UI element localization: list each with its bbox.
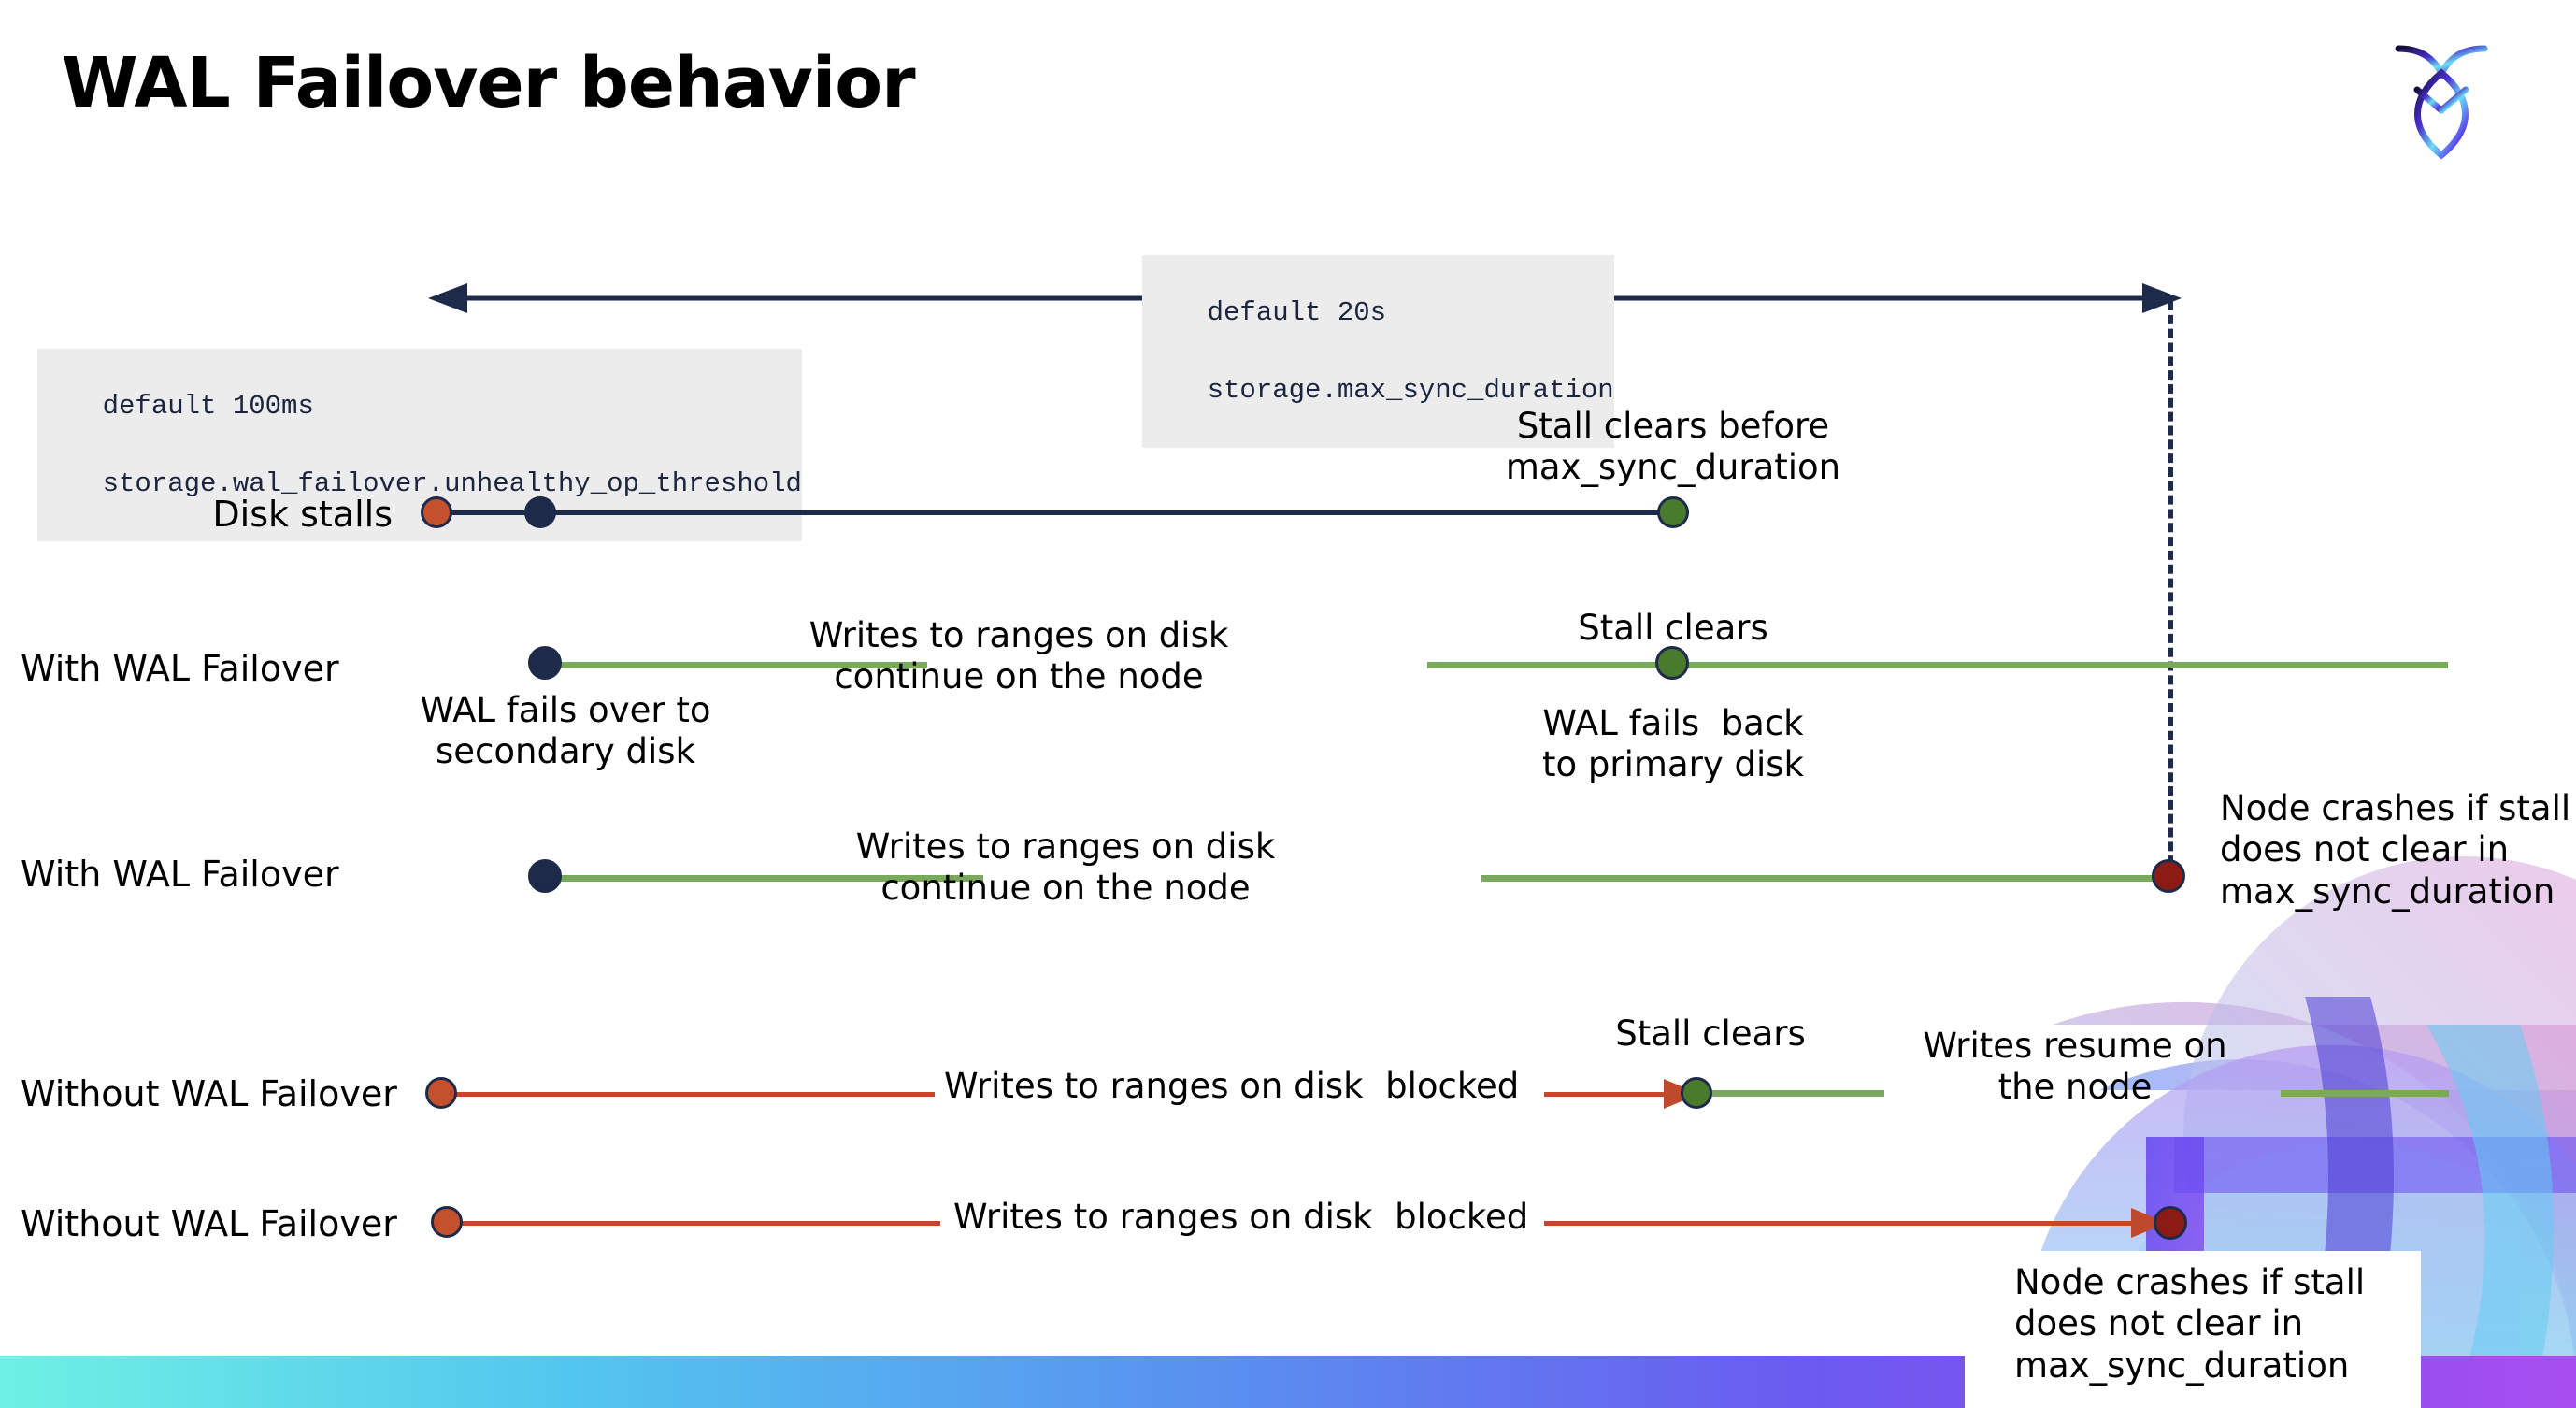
note-node-cashes-2: Node crashes if stall does not clear in … [2014,1262,2366,1386]
without-wal-2-blocked-segment [454,1221,940,1226]
note-node-crashes-1: Node crashes if stall does not clear in … [2220,788,2571,912]
wal-failover-2-crash-dot [2152,859,2185,893]
cockroachdb-logo-icon [2385,32,2497,163]
max-sync-duration-annotation: default 20s storage.max_sync_duration [1142,255,1614,448]
without-wal-2-crash-dot [2154,1206,2187,1240]
disk-stall-cleared-dot [1657,496,1689,528]
note-writes-continue-1: Writes to ranges on disk continue on the… [809,615,1229,697]
without-wal-2-blocked-segment-2 [1544,1221,2142,1226]
disk-stall-start-dot [421,496,452,528]
note-stall-clears-1: Stall clears [1578,608,1768,648]
wal-failover-1-clear-dot [1655,646,1689,680]
wal-failover-2-segment-b [1481,875,2176,882]
max-sync-default: default 20s [1207,297,1387,329]
note-stall-clears-before: Stall clears before max_sync_duration [1505,406,1841,488]
note-wal-fails-back: WAL fails back to primary disk [1542,703,1804,785]
without-wal-1-resume-segment-2 [2281,1090,2449,1097]
unhealthy-setting: storage.wal_failover.unhealthy_op_thresh… [102,467,802,499]
without-wal-2-stall-dot [431,1206,463,1238]
note-writes-continue-2: Writes to ranges on disk continue on the… [855,826,1276,909]
wal-failover-1-segment-b [1427,662,2448,668]
disk-stalls-timeline [439,510,1682,515]
note-writes-blocked-1: Writes to ranges on disk blocked [944,1066,1520,1106]
note-writes-resume: Writes resume on the node [1923,1026,2227,1108]
unhealthy-threshold-annotation: default 100ms storage.wal_failover.unhea… [37,349,802,541]
wal-failover-2-start-dot [528,859,562,893]
note-stall-clears-2: Stall clears [1615,1013,1806,1054]
row-label-disk-stalls: Disk stalls [212,494,393,535]
disk-stall-detected-dot [524,496,556,528]
wal-failover-1-start-dot [528,646,562,680]
row-label-without-wal-failover-1: Without WAL Failover [21,1073,397,1114]
node-crashes-callout-box [1965,1251,2421,1408]
note-wal-fails-over: WAL fails over to secondary disk [420,690,711,772]
note-writes-blocked-2: Writes to ranges on disk blocked [953,1197,1529,1237]
without-wal-1-stall-dot [425,1077,457,1109]
without-wal-1-blocked-segment-2 [1544,1092,1675,1097]
row-label-with-wal-failover-1: With WAL Failover [21,648,339,689]
wal-failover-1-segment-a [553,662,927,668]
page-title: WAL Failover behavior [62,43,916,123]
without-wal-1-blocked-segment [449,1092,935,1097]
without-wal-1-clear-dot [1681,1077,1712,1109]
row-label-without-wal-failover-2: Without WAL Failover [21,1203,397,1244]
wal-failover-2-segment-a [553,875,983,882]
max-sync-dashed-guide [2168,301,2173,879]
row-label-with-wal-failover-2: With WAL Failover [21,854,339,895]
without-wal-1-resume-segment [1707,1090,1884,1097]
unhealthy-default: default 100ms [102,391,314,423]
max-sync-setting: storage.max_sync_duration [1207,374,1614,406]
